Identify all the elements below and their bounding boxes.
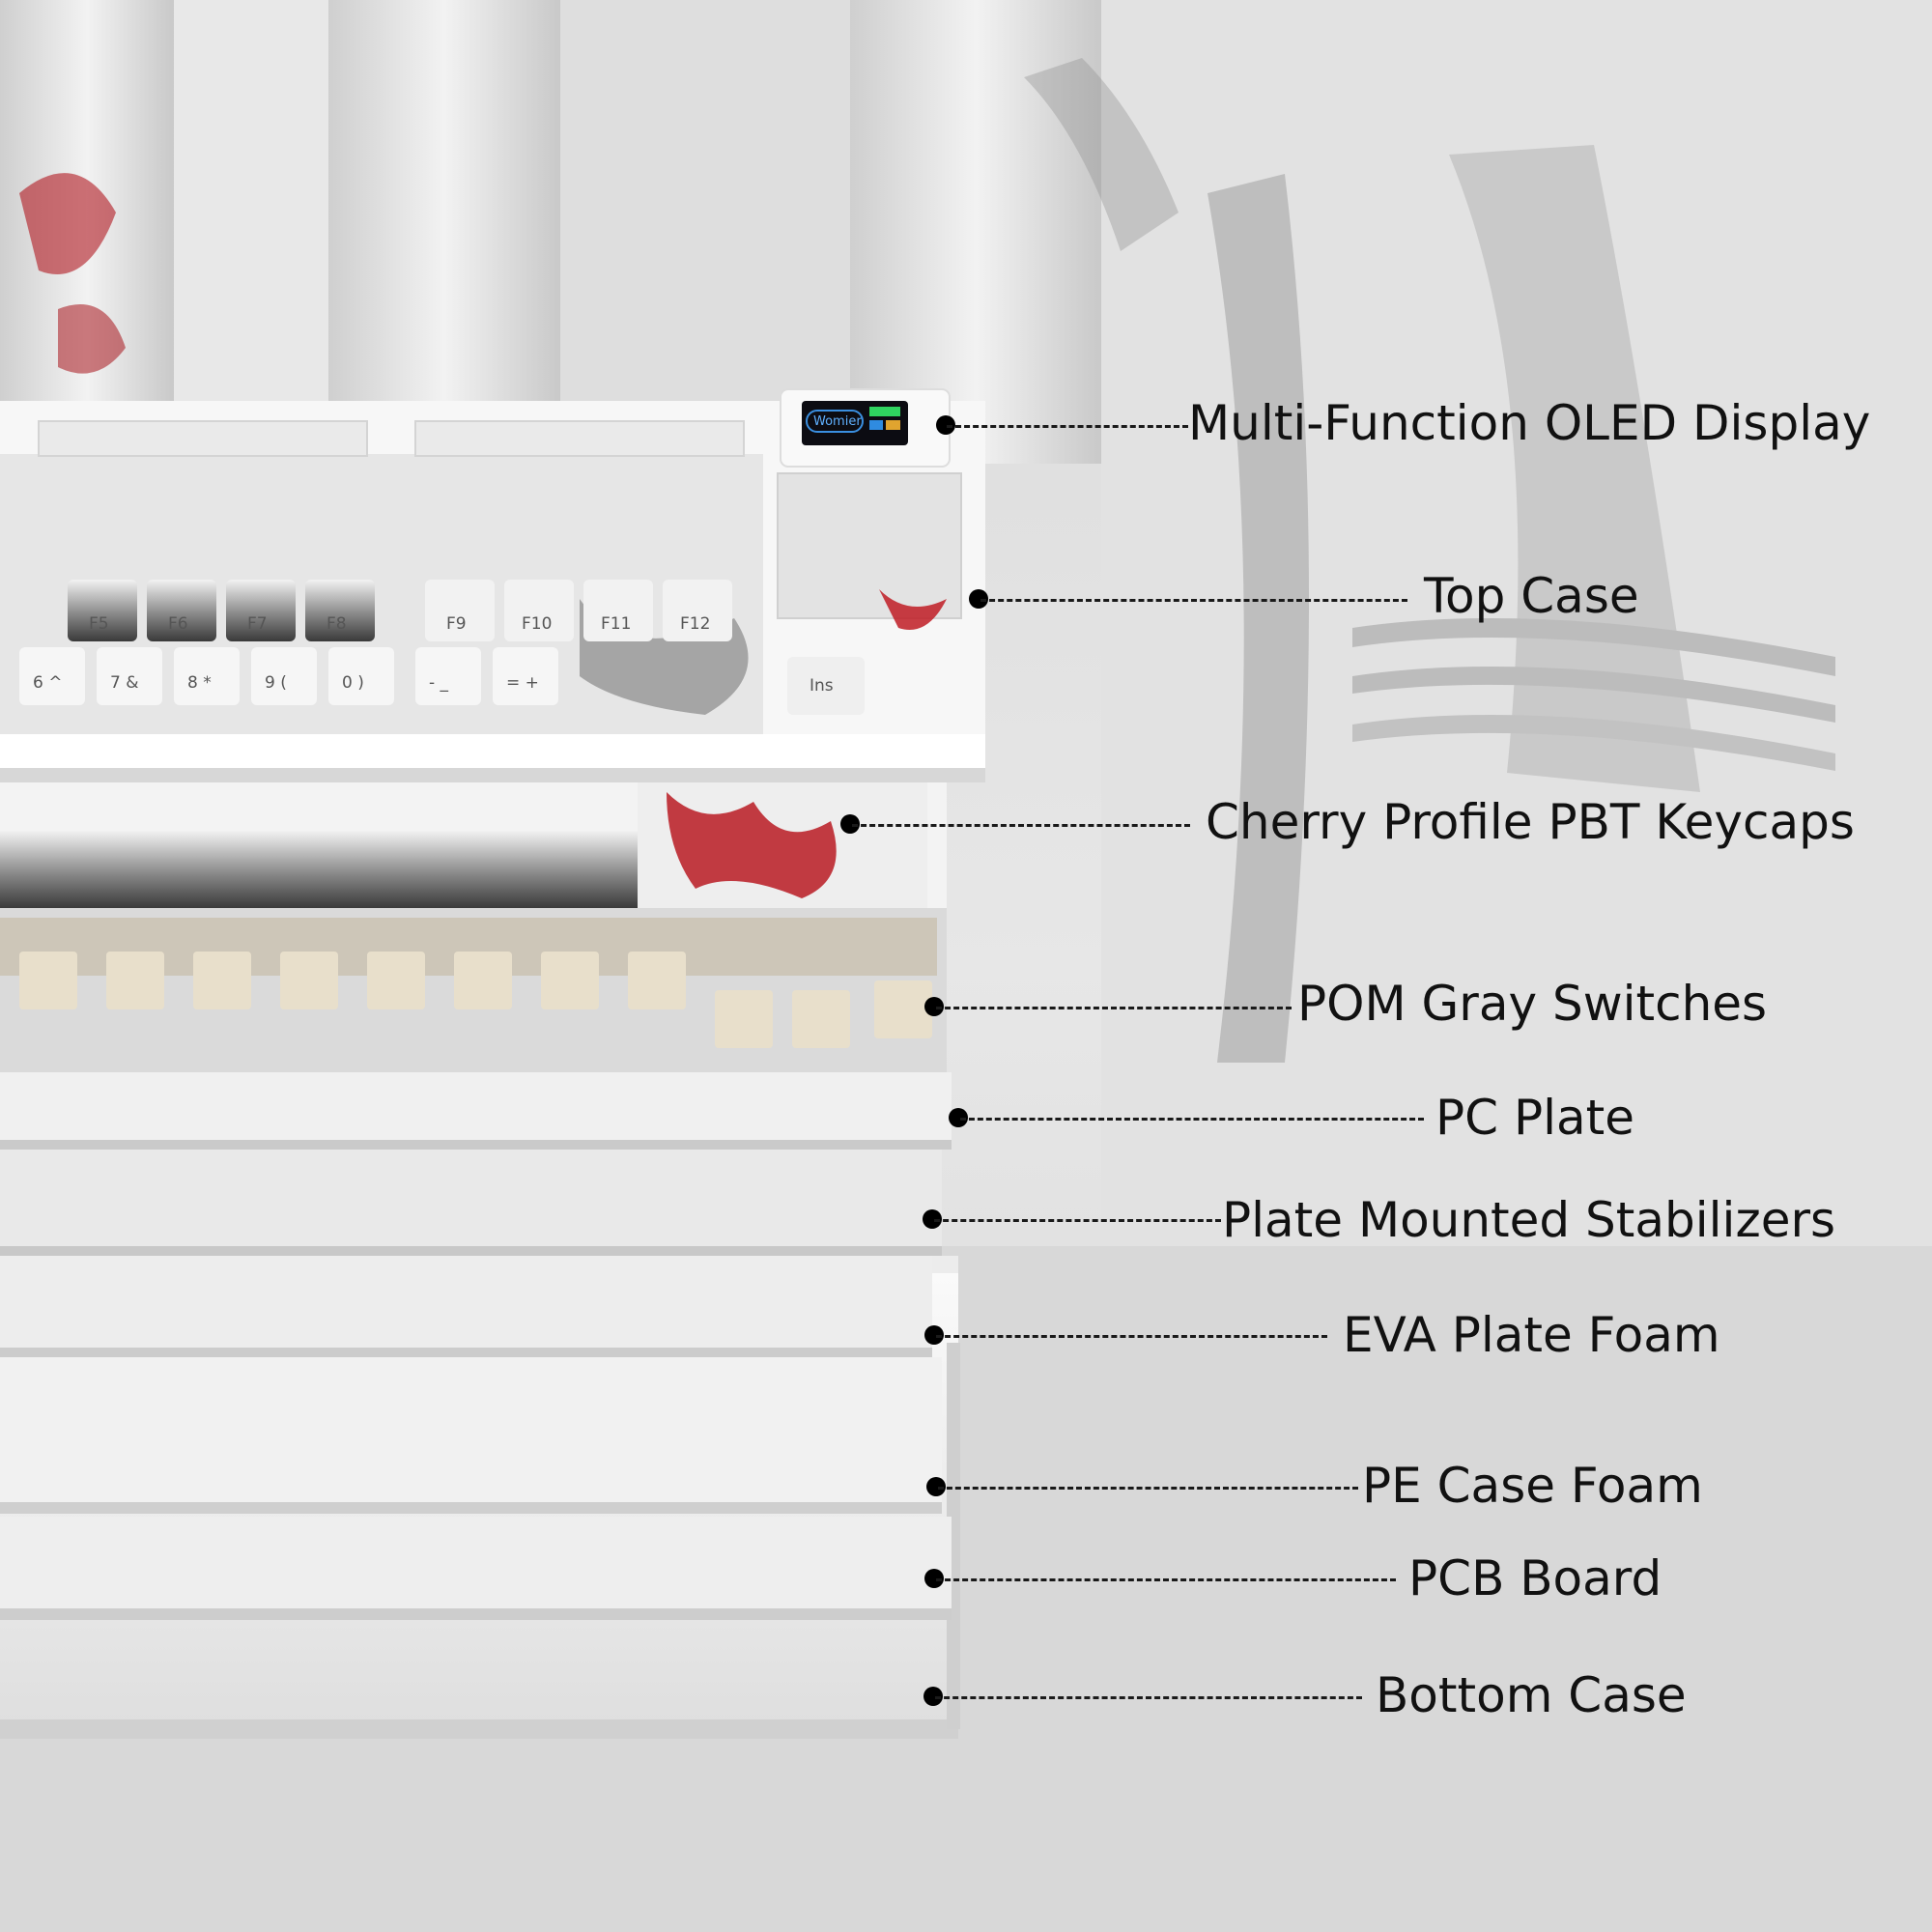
callout-label-oled: Multi-Function OLED Display (1188, 395, 1871, 451)
callout-dot-plate-foam (924, 1325, 944, 1345)
callout-dot-case-foam (926, 1477, 946, 1496)
callout-dot-pc-plate (949, 1108, 968, 1127)
callout-dot-keycaps (840, 814, 860, 834)
callout-dot-bottom-case (923, 1687, 943, 1706)
key-6: 6 ^ (33, 673, 63, 693)
key-f6: F6 (168, 614, 188, 634)
keycaps-layer (0, 782, 947, 908)
key-minus: - _ (429, 673, 449, 693)
callout-label-pcb: PCB Board (1408, 1550, 1662, 1606)
callout-leader-bottom-case (935, 1696, 1362, 1699)
callout-leader-oled (947, 425, 1188, 428)
callout-label-switches: POM Gray Switches (1297, 976, 1768, 1032)
callout-dot-oled (936, 415, 955, 435)
key-f9: F9 (446, 614, 467, 634)
key-f5: F5 (89, 614, 109, 634)
pc-plate-layer (0, 1072, 952, 1150)
key-9: 9 ( (265, 673, 287, 693)
key-f11: F11 (601, 614, 632, 634)
stabilizers-layer (0, 1150, 942, 1256)
key-f7: F7 (247, 614, 268, 634)
callout-leader-switches (936, 1007, 1292, 1009)
callout-leader-stabilizers (934, 1219, 1221, 1222)
callout-leader-pc-plate (960, 1118, 1424, 1121)
callout-label-stabilizers: Plate Mounted Stabilizers (1222, 1192, 1836, 1248)
function-row-keys (68, 580, 732, 641)
key-0: 0 ) (342, 673, 364, 693)
number-row-keys (19, 647, 865, 715)
callout-label-top-case: Top Case (1424, 568, 1639, 624)
callout-label-plate-foam: EVA Plate Foam (1343, 1307, 1720, 1363)
key-f12: F12 (680, 614, 711, 634)
callout-dot-pcb (924, 1569, 944, 1588)
callout-leader-top-case (980, 599, 1407, 602)
eva-plate-foam-layer (0, 1256, 932, 1357)
pe-case-foam-layer (0, 1357, 942, 1514)
callout-leader-plate-foam (936, 1335, 1327, 1338)
callout-dot-top-case (969, 589, 988, 609)
callout-label-pc-plate: PC Plate (1435, 1090, 1635, 1146)
key-ins: Ins (810, 676, 834, 696)
key-7: 7 & (110, 673, 139, 693)
callout-label-case-foam: PE Case Foam (1362, 1458, 1703, 1514)
key-f8: F8 (327, 614, 347, 634)
pcb-board-layer (0, 1517, 952, 1620)
oled-display-module (780, 388, 951, 468)
callout-dot-switches (924, 997, 944, 1016)
callout-leader-keycaps (852, 824, 1190, 827)
switch-row (19, 952, 932, 1048)
callout-label-keycaps: Cherry Profile PBT Keycaps (1206, 794, 1855, 850)
callout-label-bottom-case: Bottom Case (1376, 1667, 1687, 1723)
key-8: 8 * (187, 673, 212, 693)
callout-leader-case-foam (938, 1487, 1358, 1490)
key-equals: = + (506, 673, 539, 693)
oled-brand-text: Womier (813, 414, 862, 429)
callout-leader-pcb (936, 1578, 1396, 1581)
callout-dot-stabilizers (923, 1209, 942, 1229)
key-f10: F10 (522, 614, 553, 634)
